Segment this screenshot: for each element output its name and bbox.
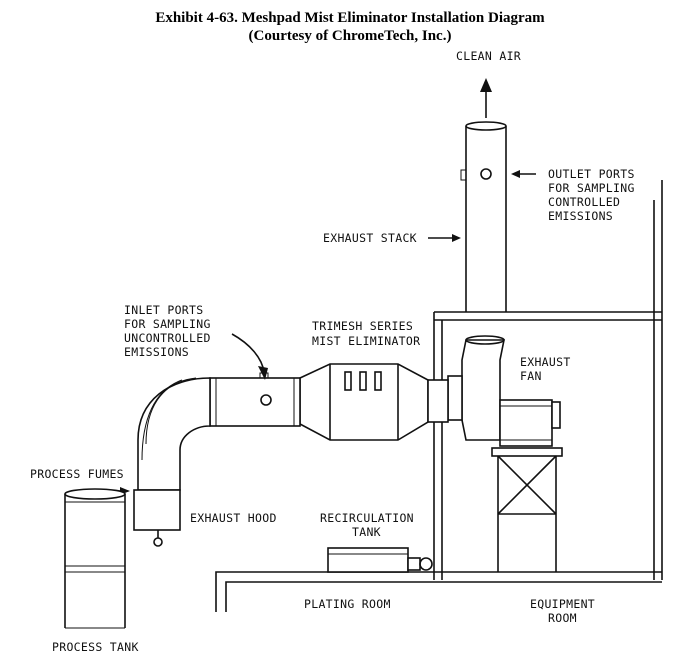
plating-room-label: PLATING ROOM (304, 597, 391, 611)
outlet-ports-label-3: CONTROLLED (548, 195, 620, 209)
equipment-room-label-1: EQUIPMENT (530, 597, 595, 611)
inlet-ports-label-1: INLET PORTS (124, 303, 203, 317)
exhaust-fan-label-2: FAN (520, 369, 542, 383)
exhaust-hood (133, 489, 181, 547)
diagram-subtitle: (Courtesy of ChromeTech, Inc.) (249, 28, 452, 44)
process-tank (64, 488, 126, 629)
floor (215, 571, 662, 612)
process-fumes-label: PROCESS FUMES (30, 467, 124, 481)
recirculation-tank (327, 547, 433, 573)
exhaust-stack (460, 121, 507, 312)
recirculation-label-1: RECIRCULATION (320, 511, 414, 525)
diagram-title: Exhibit 4-63. Meshpad Mist Eliminator In… (155, 10, 545, 26)
trimesh-label-1: TRIMESH SERIES (312, 319, 413, 333)
equipment-room-structure (433, 180, 663, 580)
outlet-ports-label-1: OUTLET PORTS (548, 167, 635, 181)
clean-air-arrow (480, 78, 492, 118)
recirculation-label-2: TANK (352, 525, 381, 539)
exhaust-stack-arrow (428, 234, 461, 242)
outlet-ports-label-2: FOR SAMPLING (548, 181, 635, 195)
duct (137, 372, 301, 491)
exhaust-fan-label-1: EXHAUST (520, 355, 571, 369)
exhaust-hood-label: EXHAUST HOOD (190, 511, 277, 525)
process-tank-label: PROCESS TANK (52, 640, 139, 654)
clean-air-label: CLEAN AIR (456, 49, 521, 63)
fan-stand (491, 447, 563, 572)
exhaust-fan (447, 335, 561, 447)
mist-eliminator (299, 363, 449, 441)
inlet-ports-label-3: UNCONTROLLED (124, 331, 211, 345)
outlet-ports-label-4: EMISSIONS (548, 209, 613, 223)
outlet-ports-arrow (511, 170, 536, 178)
exhaust-stack-label: EXHAUST STACK (323, 231, 417, 245)
trimesh-label-2: MIST ELIMINATOR (312, 334, 420, 348)
inlet-ports-label-4: EMISSIONS (124, 345, 189, 359)
inlet-ports-label-2: FOR SAMPLING (124, 317, 211, 331)
inlet-ports-arrow (231, 333, 268, 380)
equipment-room-label-2: ROOM (548, 611, 577, 625)
